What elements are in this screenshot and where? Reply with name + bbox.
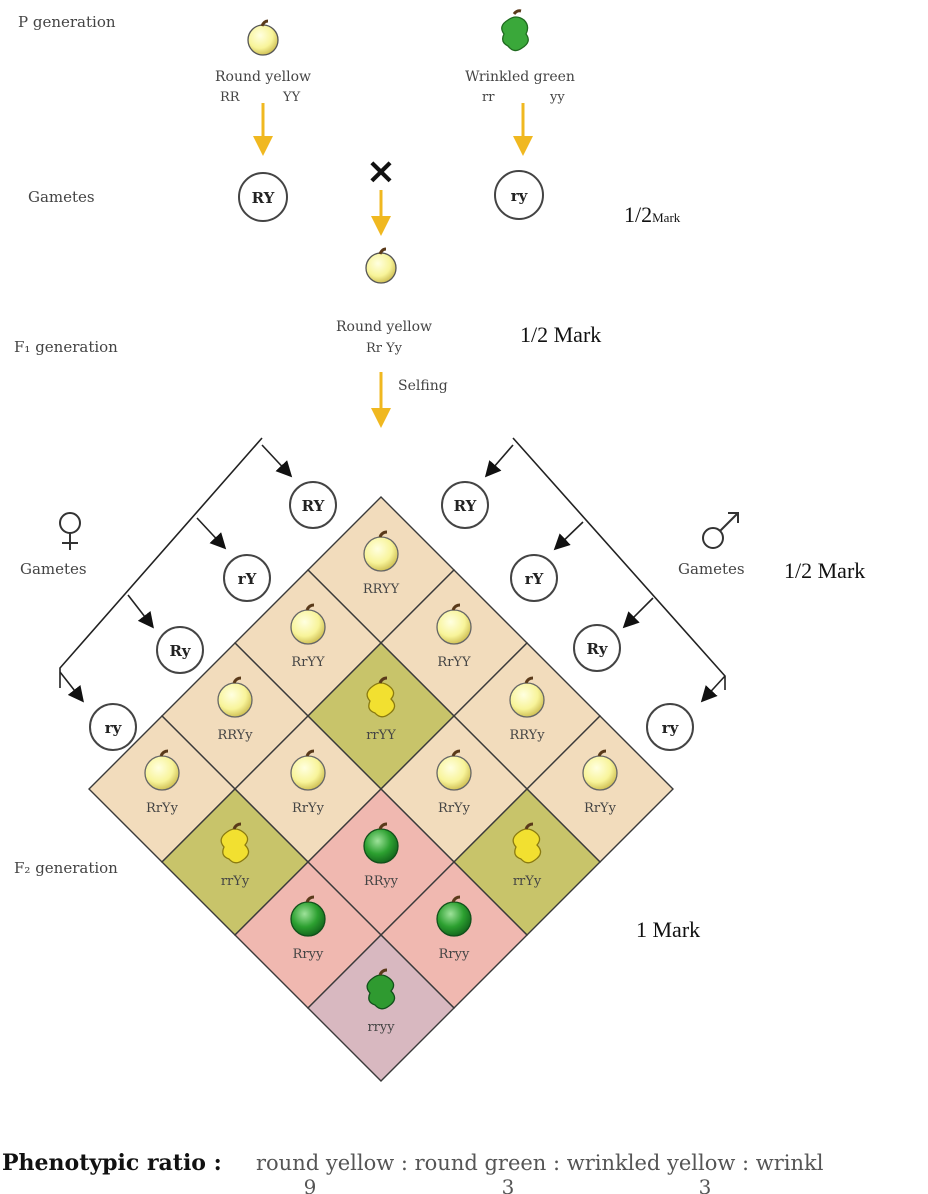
- genotype-label: RrYY: [291, 655, 325, 670]
- ratio-number-3: 3: [699, 1175, 712, 1194]
- genotype-label: RrYy: [584, 801, 617, 816]
- round-yellow-pea-icon: [365, 247, 397, 284]
- p-gamete-right: ry: [511, 187, 529, 205]
- svg-text:rY: rY: [525, 570, 544, 588]
- round-yellow-pea-icon: [436, 603, 472, 645]
- round-yellow-pea-icon: [582, 749, 618, 791]
- left-parent-phenotype: Round yellow: [215, 69, 311, 85]
- genotype-label: RrYy: [438, 801, 471, 816]
- genotype-label: rrYy: [513, 874, 542, 889]
- genotype-label: RRyy: [364, 874, 399, 889]
- female-symbol-icon: [59, 512, 81, 550]
- wrinkled-green-pea-icon: [501, 9, 529, 52]
- genotype-label: rrYY: [366, 728, 396, 743]
- f1-genotype: Rr Yy: [366, 341, 403, 356]
- wrinkled-yellow-pea-icon: [366, 676, 396, 718]
- genotype-label: RrYy: [146, 801, 179, 816]
- gamete-circle: ry: [646, 703, 694, 751]
- f2-mark: 1 Mark: [636, 917, 700, 942]
- round-yellow-pea-icon: [509, 676, 545, 718]
- arrow-down-icon: [513, 103, 533, 156]
- punnett-cell: rryy: [307, 934, 455, 1082]
- genotype-label: Rryy: [293, 947, 324, 962]
- round-green-pea-icon: [363, 822, 399, 864]
- svg-text:ry: ry: [105, 719, 123, 737]
- female-gamete-tree: RY rY Ry ry: [59, 437, 337, 751]
- f1-phenotype: Round yellow: [336, 319, 432, 335]
- ratio-number-1: 9: [304, 1175, 317, 1194]
- genotype-label: RRYy: [217, 728, 253, 743]
- gametes-label: Gametes: [28, 188, 95, 206]
- gamete-circle: rY: [510, 554, 558, 602]
- arrow-down-icon: [253, 103, 273, 156]
- round-green-pea-icon: [436, 895, 472, 937]
- round-yellow-pea-icon: [247, 19, 279, 56]
- round-yellow-pea-icon: [217, 676, 253, 718]
- genotype-label: rrYy: [221, 874, 250, 889]
- svg-text:RY: RY: [302, 497, 325, 515]
- wrinkled-yellow-pea-icon: [220, 822, 250, 864]
- male-gametes-label: Gametes: [678, 560, 745, 578]
- cross-icon: ×: [366, 151, 396, 192]
- round-yellow-pea-icon: [290, 749, 326, 791]
- svg-text:Ry: Ry: [587, 640, 609, 658]
- gamete-circle: ry: [89, 703, 137, 751]
- male-symbol-icon: [702, 512, 739, 549]
- female-gametes-label: Gametes: [20, 560, 87, 578]
- ratio-heading: Phenotypic ratio :: [2, 1150, 222, 1176]
- p-gamete-left: RY: [252, 189, 275, 207]
- wrinkled-yellow-pea-icon: [512, 822, 542, 864]
- svg-text:rY: rY: [238, 570, 257, 588]
- p-generation-label: P generation: [18, 13, 116, 31]
- right-parent-genotype-b: yy: [549, 90, 565, 105]
- genotype-label: RRYY: [363, 582, 400, 597]
- right-parent-genotype-a: rr: [482, 90, 495, 105]
- left-parent-genotype-a: RR: [220, 90, 241, 105]
- genotype-label: RrYY: [437, 655, 471, 670]
- ratio-number-2: 3: [502, 1175, 515, 1194]
- round-yellow-pea-icon: [436, 749, 472, 791]
- f2-gametes-mark: 1/2 Mark: [784, 558, 865, 583]
- gamete-circle: rY: [223, 554, 271, 602]
- round-yellow-pea-icon: [144, 749, 180, 791]
- genotype-label: RRYy: [509, 728, 545, 743]
- f2-generation-label: F₂ generation: [14, 859, 118, 877]
- svg-text:RY: RY: [454, 497, 477, 515]
- arrow-down-icon: [371, 372, 391, 428]
- svg-text:Ry: Ry: [170, 642, 192, 660]
- gamete-circle: Ry: [573, 624, 621, 672]
- round-yellow-pea-icon: [290, 603, 326, 645]
- f1-mark: 1/2 Mark: [520, 322, 601, 347]
- round-yellow-pea-icon: [363, 530, 399, 572]
- round-green-pea-icon: [290, 895, 326, 937]
- wrinkled-green-pea-icon: [366, 968, 396, 1010]
- right-parent-phenotype: Wrinkled green: [465, 69, 575, 85]
- svg-text:ry: ry: [662, 719, 680, 737]
- genotype-label: Rryy: [439, 947, 470, 962]
- selfing-label: Selfing: [398, 378, 448, 394]
- genotype-label: rryy: [367, 1020, 395, 1035]
- arrow-down-icon: [371, 190, 391, 236]
- gamete-circle: RY: [289, 481, 337, 529]
- genotype-label: RrYy: [292, 801, 325, 816]
- gametes-mark: 1/2Mark: [624, 202, 681, 227]
- left-parent-genotype-b: YY: [282, 90, 301, 105]
- male-gamete-tree: RY rY Ry ry: [441, 437, 726, 751]
- gamete-circle: RY: [441, 481, 489, 529]
- f1-generation-label: F₁ generation: [14, 338, 118, 356]
- ratio-text: round yellow : round green : wrinkled ye…: [256, 1151, 824, 1175]
- gamete-circle: Ry: [156, 626, 204, 674]
